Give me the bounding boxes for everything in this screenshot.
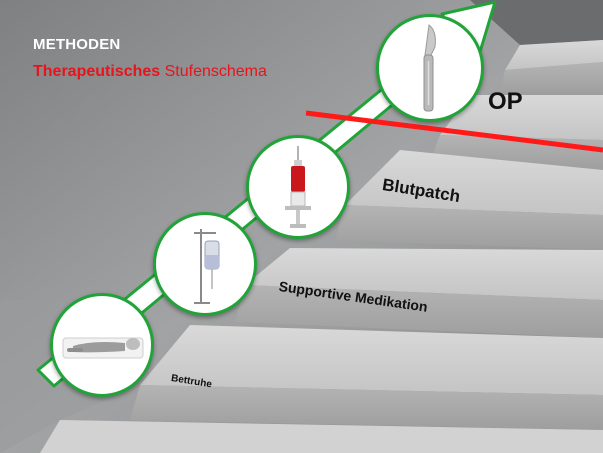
step-circle-blutpatch (246, 135, 350, 239)
slide-title-rest: Stufenschema (164, 63, 267, 80)
step-circle-op (376, 14, 484, 122)
slide-title-bold: Therapeutisches (33, 63, 161, 80)
step-circle-supportive (153, 212, 257, 316)
slide-title: Therapeutisches Stufenschema (33, 63, 267, 81)
lying-person-icon (62, 337, 144, 359)
scalpel-icon (423, 24, 436, 112)
iv-drip-stand-icon (194, 229, 220, 304)
wall-shadow (470, 0, 603, 45)
step-label-op: OP (488, 88, 523, 115)
step-circle-bettruhe (50, 293, 154, 397)
syringe-icon (285, 146, 311, 228)
threshold-line (305, 110, 603, 153)
section-title: METHODEN (33, 36, 121, 53)
